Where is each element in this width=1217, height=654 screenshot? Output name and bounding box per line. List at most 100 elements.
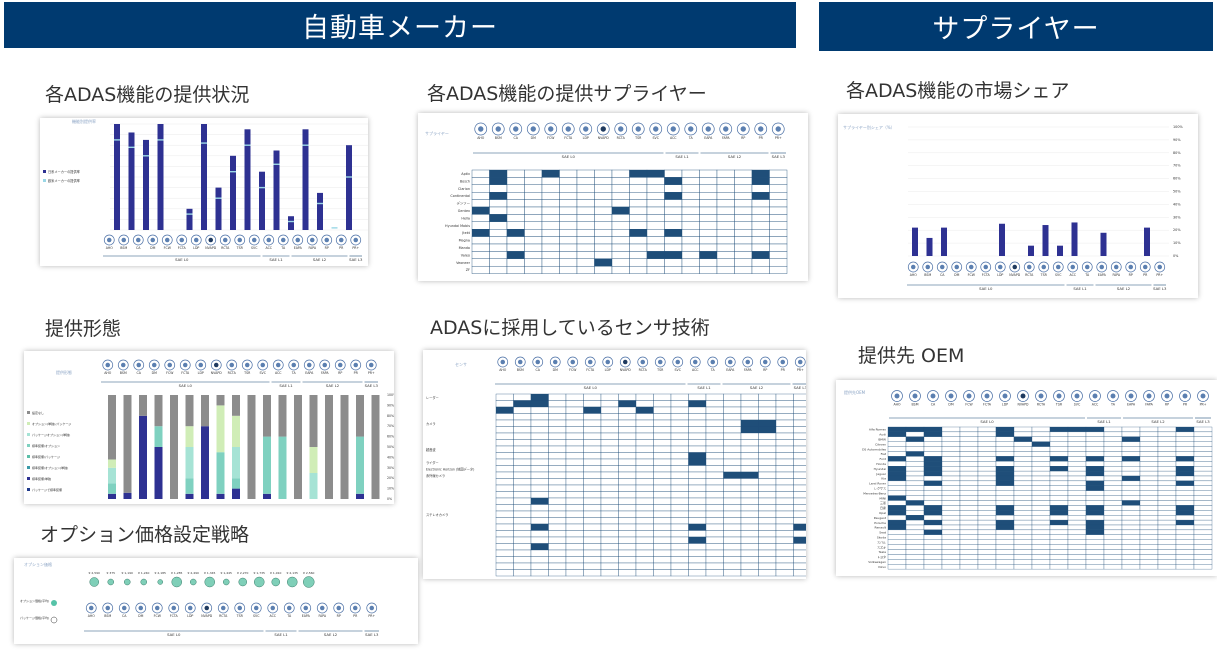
cell [513,549,532,557]
cell [905,539,925,545]
cell [740,556,759,564]
cell [699,177,718,186]
cell [793,549,806,557]
cell [670,536,689,544]
cell [905,456,925,462]
cell [576,191,595,200]
cell [495,458,514,466]
cell [705,543,724,551]
cell [618,504,637,512]
cell [1157,529,1177,535]
cell [1103,446,1123,452]
cell [959,466,979,472]
icon-glyph [912,393,918,399]
segment-fcta [185,478,194,494]
cell [548,530,567,538]
feature-label: DM [152,371,157,375]
cell [530,478,549,486]
feature-label: NVAPD [201,614,212,618]
cell [977,490,997,496]
feature-label: RCTA [639,368,648,372]
cell [576,251,595,259]
cell [513,478,532,486]
legend-label: パッケージで標準装備 [32,487,62,492]
cell [905,490,925,496]
cell [887,524,907,531]
cell [793,432,806,440]
cell [887,466,907,472]
cell [1067,519,1087,526]
panel-label: 提供形態 [56,370,72,375]
cell [471,258,490,267]
icon-glyph [535,359,540,365]
cell [887,426,907,433]
cell [959,490,979,496]
title-supply-oem: 提供先 OEM [858,345,965,367]
cell [1049,426,1069,433]
cell [583,413,602,421]
cell [977,456,997,462]
cell [600,465,619,473]
feature-label: EAPA [704,136,713,140]
cell [548,439,567,447]
cell [1085,485,1105,491]
panel-provision-status: 機能別提供率 0.0%10.0%20.0%30.0%40.0%50.0%60.0… [40,118,368,266]
cell [1049,456,1069,462]
icon-glyph [324,237,329,243]
cell [959,549,979,555]
cell [1103,495,1123,501]
icon-glyph [89,605,94,611]
cell [1139,480,1159,486]
cell [699,228,718,237]
sae-group-label: SAE L1 [274,632,288,637]
cell [758,497,777,505]
cell [723,543,742,551]
cell [977,524,997,531]
feature-label: TSR [634,136,642,140]
cell [775,549,794,557]
cell [548,549,567,557]
cell [941,559,961,565]
cell [941,446,961,452]
segment-aho [108,493,116,499]
cell [664,228,683,237]
cell [1049,505,1069,511]
cell [723,517,742,525]
cell [565,497,584,505]
price-bubble [171,576,182,588]
legend-swatch [27,433,30,436]
cell [688,497,707,505]
cell [734,228,753,237]
cell [629,177,648,186]
cell [723,445,742,453]
cell [1049,510,1069,516]
cell [681,214,700,223]
cell [1031,500,1051,506]
cell [1013,544,1033,550]
feature-label: RCTA [221,246,230,250]
cell [1121,534,1141,540]
title-provision-suppliers: 各ADAS機能の提供サプライヤー [427,83,707,105]
icon-glyph [618,126,624,132]
cell [769,251,788,259]
cell [1067,544,1087,550]
cell [758,426,777,434]
panel-label: サプライヤー別シェア（%） [843,125,895,130]
cell [1175,515,1195,521]
cell [734,206,753,215]
cell [740,491,759,499]
cell [524,206,543,215]
cell [923,534,943,540]
cell [977,495,997,501]
cell [995,461,1015,467]
icon-glyph [322,362,327,368]
sae-group-label: SAE L1 [1073,286,1087,291]
cell [600,556,619,564]
cell [716,206,735,215]
icon-glyph [513,126,519,132]
cell [977,505,997,511]
cell [887,475,907,482]
legend-swatch [27,411,30,414]
